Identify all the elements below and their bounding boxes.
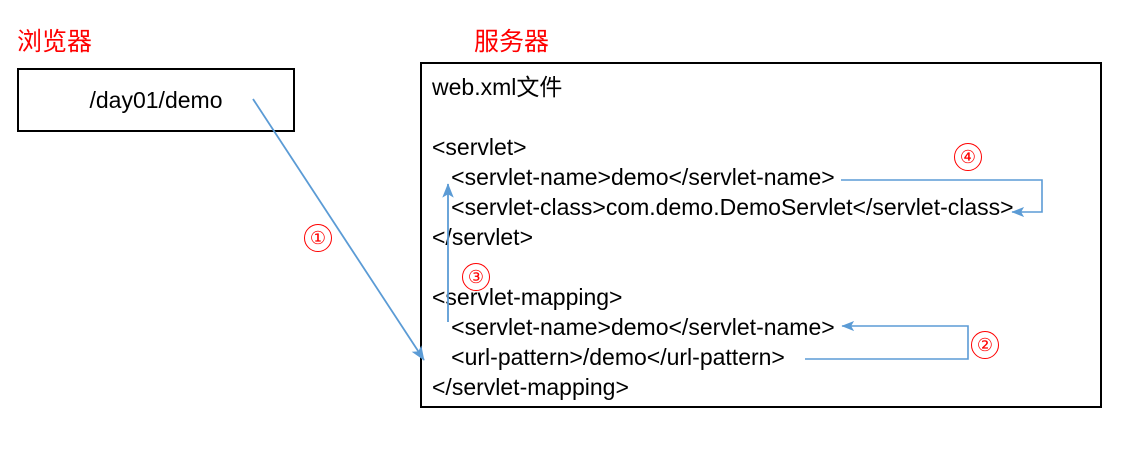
xml-line <box>432 102 1092 132</box>
step-marker-4: ④ <box>954 143 982 171</box>
xml-line: <servlet-name>demo</servlet-name> <box>432 314 835 340</box>
server-box: web.xml文件 <servlet> <servlet-name>demo</… <box>420 62 1102 408</box>
arrow-1-request-to-url-pattern <box>252 98 425 361</box>
browser-url-text: /day01/demo <box>89 86 223 113</box>
xml-line: </servlet> <box>432 224 533 250</box>
xml-line: <servlet-class>com.demo.DemoServlet</ser… <box>432 194 1014 220</box>
xml-line: </servlet-mapping> <box>432 374 629 400</box>
browser-title-label: 浏览器 <box>17 27 93 56</box>
xml-line: <servlet-mapping> <box>432 284 623 310</box>
xml-line: <servlet-name>demo</servlet-name> <box>432 164 835 190</box>
xml-line: <servlet> <box>432 134 527 160</box>
step-marker-3: ③ <box>462 263 490 291</box>
server-title-label: 服务器 <box>474 27 550 56</box>
xml-line <box>432 252 1092 282</box>
xml-line: <url-pattern>/demo</url-pattern> <box>432 344 785 370</box>
xml-line: web.xml文件 <box>432 74 563 100</box>
step-marker-2: ② <box>971 331 999 359</box>
browser-box: /day01/demo <box>17 68 295 132</box>
step-marker-1: ① <box>304 224 332 252</box>
